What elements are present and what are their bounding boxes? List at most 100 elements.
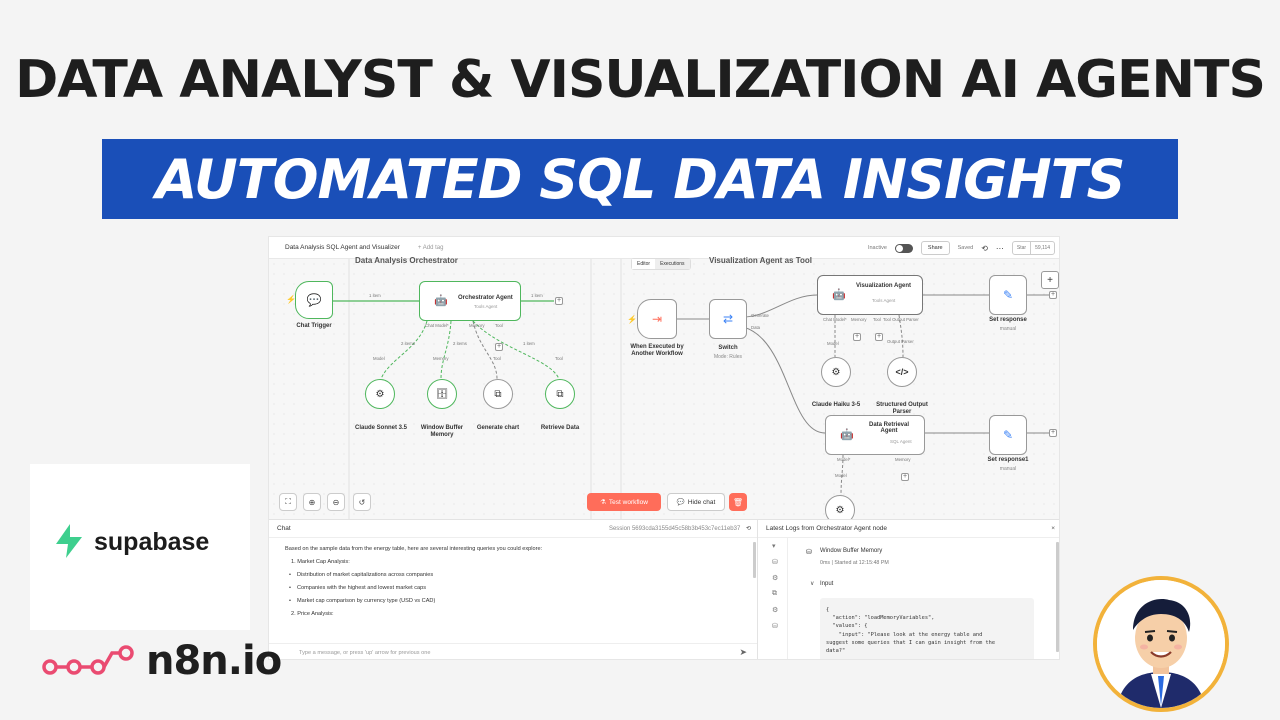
chat-scrollbar[interactable]: [753, 542, 756, 578]
history-icon[interactable]: ⟲: [981, 243, 988, 253]
when-executed-node[interactable]: ⇥: [637, 299, 677, 339]
chevron-down-icon[interactable]: ∨: [810, 581, 815, 587]
data-retrieval-sub: SQL Agent: [890, 439, 912, 444]
set-response-node[interactable]: ✎: [989, 275, 1027, 315]
code-line: "input": "Please look at the energy tabl…: [826, 631, 983, 638]
port-memory: Memory: [469, 323, 485, 328]
log-entry-title[interactable]: Window Buffer Memory: [820, 548, 883, 554]
send-icon[interactable]: ➤: [739, 647, 747, 657]
chat-panel: Chat Session 5693cda3155d45c58b3b453c7ec…: [269, 519, 757, 659]
hide-chat-label: Hide chat: [687, 498, 716, 506]
add-node-button-2[interactable]: +: [1049, 291, 1057, 299]
edge-label-2-items-a: 2 items: [401, 341, 415, 346]
avatar-illustration: [1097, 580, 1225, 708]
claude-haiku-node[interactable]: ⚙: [821, 357, 851, 387]
workflow-canvas[interactable]: Data Analysis Orchestrator Visualization…: [269, 256, 1059, 525]
viz-port-chat-model: Chat Model*: [823, 317, 847, 322]
star-label: Star: [1016, 245, 1027, 251]
undo-button[interactable]: ↺: [353, 493, 371, 511]
banner: AUTOMATED SQL DATA INSIGHTS: [102, 139, 1178, 219]
sticky-visualization-title: Visualization Agent as Tool: [709, 256, 812, 265]
code-line: "values": {: [826, 623, 868, 630]
port-model-label: Model: [373, 356, 385, 361]
pencil-icon-2: ✎: [1002, 428, 1014, 442]
n8n-nodes-icon: [42, 645, 134, 675]
structured-parser-node[interactable]: </>: [887, 357, 917, 387]
star-count: 59,114: [1030, 242, 1054, 254]
exit-arrow-icon: ⇥: [651, 312, 663, 326]
switch-node[interactable]: ⇄: [709, 299, 747, 339]
database-tree-icon-2[interactable]: ⛁: [772, 623, 778, 630]
output-generate: Generate: [751, 313, 769, 318]
test-workflow-button[interactable]: ⚗Test workflow: [587, 493, 661, 511]
model-tree-icon[interactable]: ⚙: [772, 575, 779, 582]
add-node-button-3[interactable]: +: [1049, 429, 1057, 437]
set-response1-node[interactable]: ✎: [989, 415, 1027, 455]
chat-trigger-label: Chat Trigger: [296, 323, 332, 329]
close-icon[interactable]: ×: [1051, 525, 1055, 532]
add-tool-button-2[interactable]: +: [875, 333, 883, 341]
chat-bullet: Distribution of market capitalizations a…: [285, 572, 739, 579]
add-memory-button[interactable]: +: [853, 333, 861, 341]
hide-chat-button[interactable]: 💬Hide chat: [667, 493, 725, 511]
avatar: [1093, 576, 1229, 712]
zoom-in-button[interactable]: ⊕: [303, 493, 321, 511]
add-tag-link[interactable]: + Add tag: [417, 244, 444, 251]
chat-bubble-icon: 💬: [306, 293, 322, 307]
dr-model-label: Model: [835, 473, 847, 478]
generate-chart-node[interactable]: ⧉: [483, 379, 513, 409]
fit-view-button[interactable]: ⛶: [279, 493, 297, 511]
window-buffer-label: Window Buffer Memory: [420, 425, 464, 439]
session-label: Session: [608, 526, 631, 532]
tab-executions[interactable]: Executions: [655, 259, 690, 269]
logs-scrollbar[interactable]: [1056, 542, 1059, 652]
orchestrator-agent-node[interactable]: 🤖 Orchestrator Agent Tools Agent: [419, 281, 521, 321]
chat-section-2: 2. Price Analysis:: [291, 610, 334, 617]
chat-intro: Based on the sample data from the energy…: [285, 546, 543, 552]
log-entry-meta: 0ms | Started at 12:15:48 PM: [820, 560, 889, 566]
more-icon[interactable]: ⋯: [995, 243, 1004, 253]
data-retrieval-agent-node[interactable]: 🤖 Data Retrieval Agent SQL Agent: [825, 415, 925, 455]
github-star-button[interactable]: Star 59,114: [1011, 241, 1055, 255]
active-toggle[interactable]: [894, 243, 913, 253]
set-response-sub: manual: [999, 326, 1017, 332]
input-section-label[interactable]: Input: [820, 581, 834, 587]
code-line: "action": "loadMemoryVariables",: [826, 615, 935, 622]
delete-button[interactable]: 🗑: [729, 493, 747, 511]
logs-tree: ▾ ⛁ ⚙ ⧉ ⚙ ⛁: [758, 538, 788, 659]
workflow-tool-icon: ⧉: [494, 388, 502, 400]
visualization-agent-node[interactable]: 🤖 Visualization Agent Tools Agent: [817, 275, 923, 315]
viz-port-memory: Memory: [851, 317, 867, 322]
orchestrator-title: Orchestrator Agent: [458, 295, 513, 301]
tab-editor[interactable]: Editor: [632, 259, 656, 269]
robot-tree-icon[interactable]: ▾: [772, 543, 776, 550]
database-tree-icon[interactable]: ⛁: [772, 559, 778, 566]
workflow-name[interactable]: Data Analysis SQL Agent and Visualizer: [285, 244, 400, 251]
retrieve-data-label: Retrieve Data: [540, 425, 580, 431]
share-button[interactable]: Share: [920, 241, 950, 255]
viz-model-label: Model: [827, 341, 839, 346]
zoom-out-button[interactable]: ⊖: [327, 493, 345, 511]
add-tool-button[interactable]: +: [495, 343, 503, 351]
chat-input[interactable]: Type a message, or press 'up' arrow for …: [269, 643, 757, 659]
add-memory-button-2[interactable]: +: [901, 473, 909, 481]
add-node-panel-button[interactable]: +: [1041, 271, 1059, 289]
tool-tree-icon[interactable]: ⧉: [772, 590, 777, 597]
logs-title: Latest Logs from Orchestrator Agent node: [766, 525, 888, 532]
model-tree-icon-2[interactable]: ⚙: [772, 607, 779, 614]
pencil-icon: ✎: [1002, 288, 1014, 302]
n8n-window: Data Analysis SQL Agent and Visualizer +…: [268, 236, 1060, 660]
orchestrator-sub: Tools Agent: [474, 304, 498, 309]
claude-sonnet-node[interactable]: ⚙: [365, 379, 395, 409]
chat-icon: 💬: [676, 499, 685, 506]
add-node-button[interactable]: +: [555, 297, 563, 305]
trash-icon: 🗑: [732, 497, 744, 507]
switch-label: Switch: [718, 345, 738, 351]
refresh-icon[interactable]: ⟲: [745, 526, 751, 532]
workflow-tool-icon-2: ⧉: [556, 388, 564, 400]
session-info: Session 5693cda3155d45c58b3b453c7ec11eb3…: [609, 525, 751, 532]
retrieve-data-node[interactable]: ⧉: [545, 379, 575, 409]
undo-icon: ↺: [358, 497, 366, 507]
window-buffer-node[interactable]: 🗄: [427, 379, 457, 409]
chat-trigger-node[interactable]: 💬: [295, 281, 333, 319]
